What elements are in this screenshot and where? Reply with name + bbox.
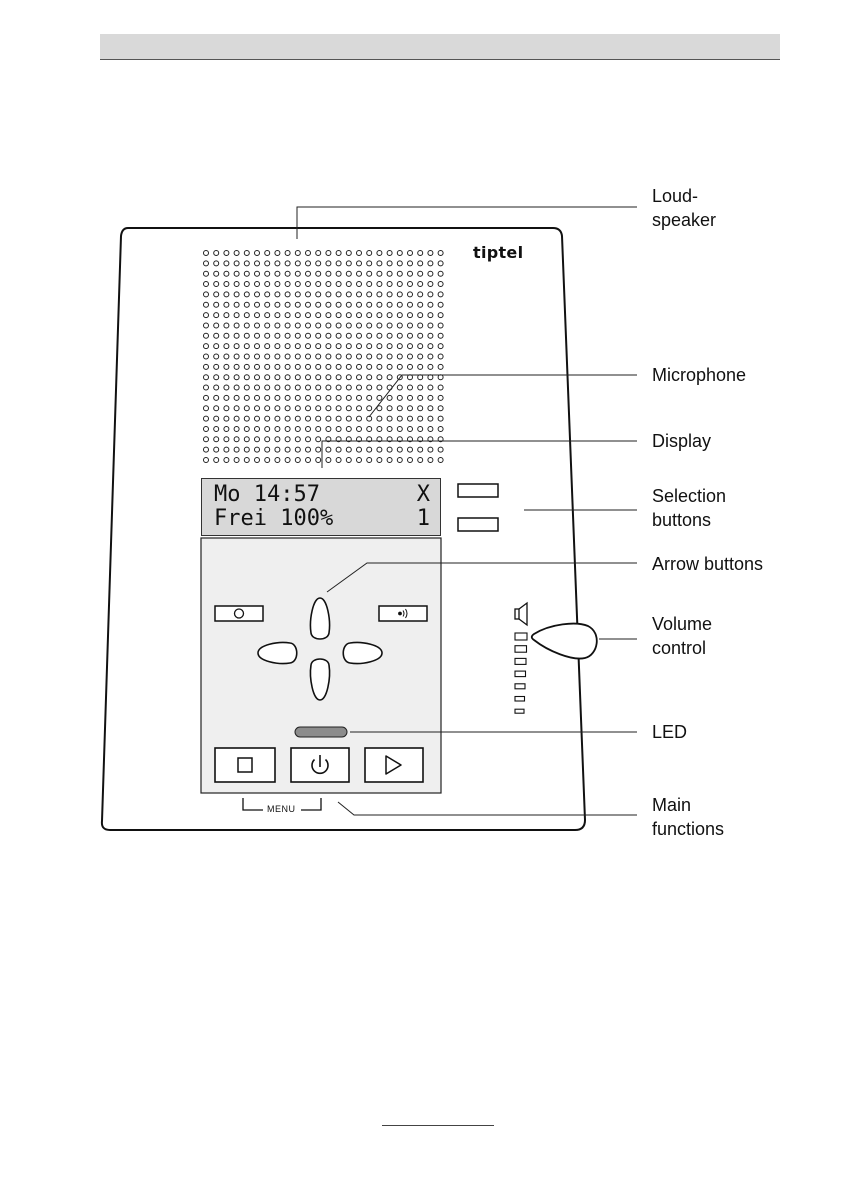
label-led: LED xyxy=(652,720,687,744)
arrow-up-button[interactable] xyxy=(310,598,329,639)
label-volume-control: Volume control xyxy=(652,612,712,660)
lcd-display: Mo 14:57 X Frei 100% 1 xyxy=(201,478,441,536)
volume-bar xyxy=(515,633,527,640)
label-display: Display xyxy=(652,429,711,453)
arrow-down-button[interactable] xyxy=(310,659,329,700)
menu-label: MENU xyxy=(267,804,296,814)
play-button[interactable] xyxy=(365,748,423,782)
display-line-2: Frei 100% 1 xyxy=(214,507,430,531)
speakerphone-button[interactable] xyxy=(379,606,427,621)
display-line-1-left: Mo 14:57 xyxy=(214,483,320,507)
footer-rule xyxy=(382,1125,494,1126)
label-loudspeaker: Loud- speaker xyxy=(652,184,716,232)
volume-bar xyxy=(515,709,524,713)
display-line-1-right: X xyxy=(417,483,430,507)
label-main-functions: Main functions xyxy=(652,793,724,841)
display-line-2-right: 1 xyxy=(417,507,430,531)
arrow-left-button[interactable] xyxy=(258,642,297,663)
volume-bar xyxy=(515,646,527,653)
arrow-right-button[interactable] xyxy=(343,642,382,663)
volume-bar xyxy=(515,658,526,664)
label-microphone: Microphone xyxy=(652,363,746,387)
record-button[interactable] xyxy=(215,606,263,621)
volume-bar xyxy=(515,697,525,702)
led xyxy=(295,727,347,737)
label-arrow-buttons: Arrow buttons xyxy=(652,552,763,576)
selection-button-bottom[interactable] xyxy=(458,518,498,531)
display-line-2-left: Frei 100% xyxy=(214,507,333,531)
volume-bar xyxy=(515,671,526,677)
selection-button-top[interactable] xyxy=(458,484,498,497)
brand-logo: tiptel xyxy=(473,243,523,262)
volume-bar xyxy=(515,684,525,689)
display-line-1: Mo 14:57 X xyxy=(214,483,430,507)
label-selection-buttons: Selection buttons xyxy=(652,484,726,532)
stop-button[interactable] xyxy=(215,748,275,782)
